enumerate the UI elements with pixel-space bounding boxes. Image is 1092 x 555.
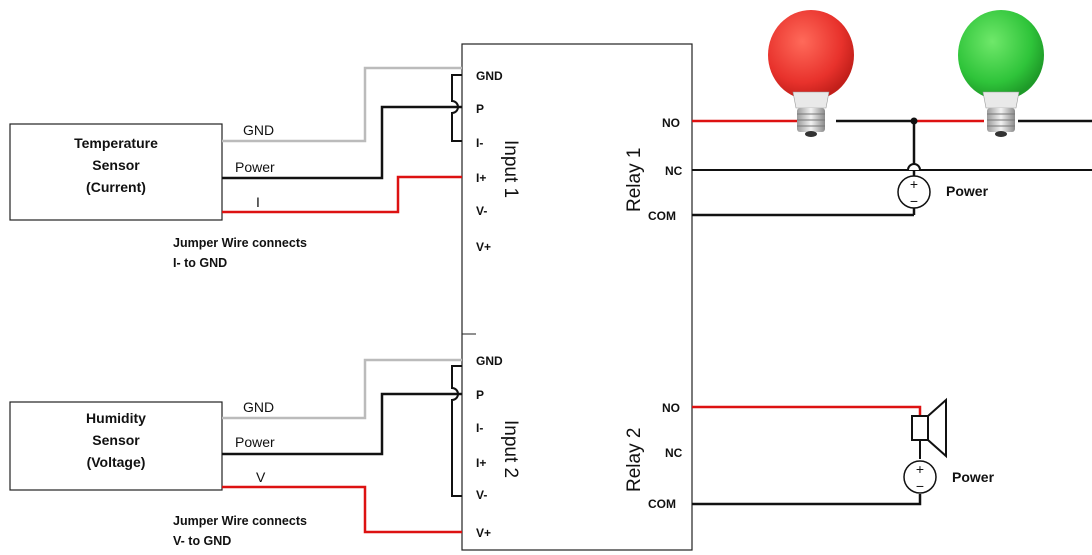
- relay2-power-label: Power: [952, 469, 995, 485]
- relay1-pin-no: NO: [662, 116, 680, 130]
- jumper-note-1-line2: I- to GND: [173, 256, 227, 270]
- power-source-icon: + −: [897, 163, 931, 209]
- input2-pin-gnd: GND: [476, 354, 503, 368]
- input1-pin-v-plus: V+: [476, 240, 491, 254]
- relay-2-title: Relay 2: [624, 428, 645, 492]
- input2-pin-v-plus: V+: [476, 526, 491, 540]
- svg-text:−: −: [916, 478, 924, 494]
- temperature-sensor-line1: Temperature: [74, 135, 158, 151]
- jumper-wire-1: [451, 74, 462, 142]
- input1-pin-v-minus: V-: [476, 204, 487, 218]
- hum-signal-label: V: [256, 469, 266, 485]
- input1-pin-gnd: GND: [476, 69, 503, 83]
- jumper-note-2-line2: V- to GND: [173, 534, 231, 548]
- input2-pin-i-plus: I+: [476, 456, 486, 470]
- hum-power-wire: [222, 392, 462, 456]
- green-light-bulb-icon: [958, 10, 1044, 137]
- humidity-sensor-line3: (Voltage): [87, 454, 146, 470]
- relay1-pin-nc: NC: [665, 164, 683, 178]
- input2-pin-v-minus: V-: [476, 488, 487, 502]
- speaker-icon: [911, 397, 947, 459]
- input-1-pins: GND P I- I+ V- V+: [476, 69, 503, 254]
- temperature-sensor-line2: Sensor: [92, 157, 140, 173]
- hum-gnd-wire: [222, 358, 462, 420]
- input1-pin-i-minus: I-: [476, 136, 483, 150]
- humidity-sensor: Humidity Sensor (Voltage): [9, 401, 223, 491]
- temp-power-wire: [222, 105, 462, 180]
- input1-pin-i-plus: I+: [476, 171, 486, 185]
- hum-gnd-label: GND: [243, 399, 274, 415]
- input-2-pins: GND P I- I+ V- V+: [476, 354, 503, 540]
- temperature-sensor: Temperature Sensor (Current): [9, 123, 223, 221]
- svg-text:+: +: [910, 176, 918, 192]
- temp-gnd-wire: [222, 66, 462, 143]
- temperature-sensor-line3: (Current): [86, 179, 146, 195]
- relay2-com-wire: [692, 494, 922, 506]
- svg-text:−: −: [910, 193, 918, 209]
- relay-1-title: Relay 1: [624, 148, 645, 212]
- temp-signal-wire: [222, 175, 462, 214]
- relay2-pin-com: COM: [648, 497, 676, 511]
- hum-power-label: Power: [235, 434, 275, 450]
- input1-pin-p: P: [476, 102, 484, 116]
- relay2-no-wire: [692, 405, 922, 416]
- input-2-title: Input 2: [500, 420, 521, 478]
- jumper-note-2-line1: Jumper Wire connects: [173, 514, 307, 528]
- input2-pin-i-minus: I-: [476, 421, 483, 435]
- input2-pin-p: P: [476, 388, 484, 402]
- power-source-icon: + −: [903, 460, 937, 494]
- jumper-note-1-line1: Jumper Wire connects: [173, 236, 307, 250]
- relay1-pin-com: COM: [648, 209, 676, 223]
- controller-module: [461, 43, 693, 551]
- temp-power-label: Power: [235, 159, 275, 175]
- relay1-power-label: Power: [946, 183, 989, 199]
- relay2-pin-no: NO: [662, 401, 680, 415]
- red-light-bulb-icon: [768, 10, 854, 137]
- temp-gnd-label: GND: [243, 122, 274, 138]
- input-1-title: Input 1: [500, 140, 521, 198]
- hum-signal-wire: [222, 485, 462, 534]
- relay2-pin-nc: NC: [665, 446, 683, 460]
- temp-signal-label: I: [256, 194, 260, 210]
- humidity-sensor-line2: Sensor: [92, 432, 140, 448]
- humidity-sensor-line1: Humidity: [86, 410, 146, 426]
- jumper-wire-2: [451, 365, 462, 497]
- svg-text:+: +: [916, 461, 924, 477]
